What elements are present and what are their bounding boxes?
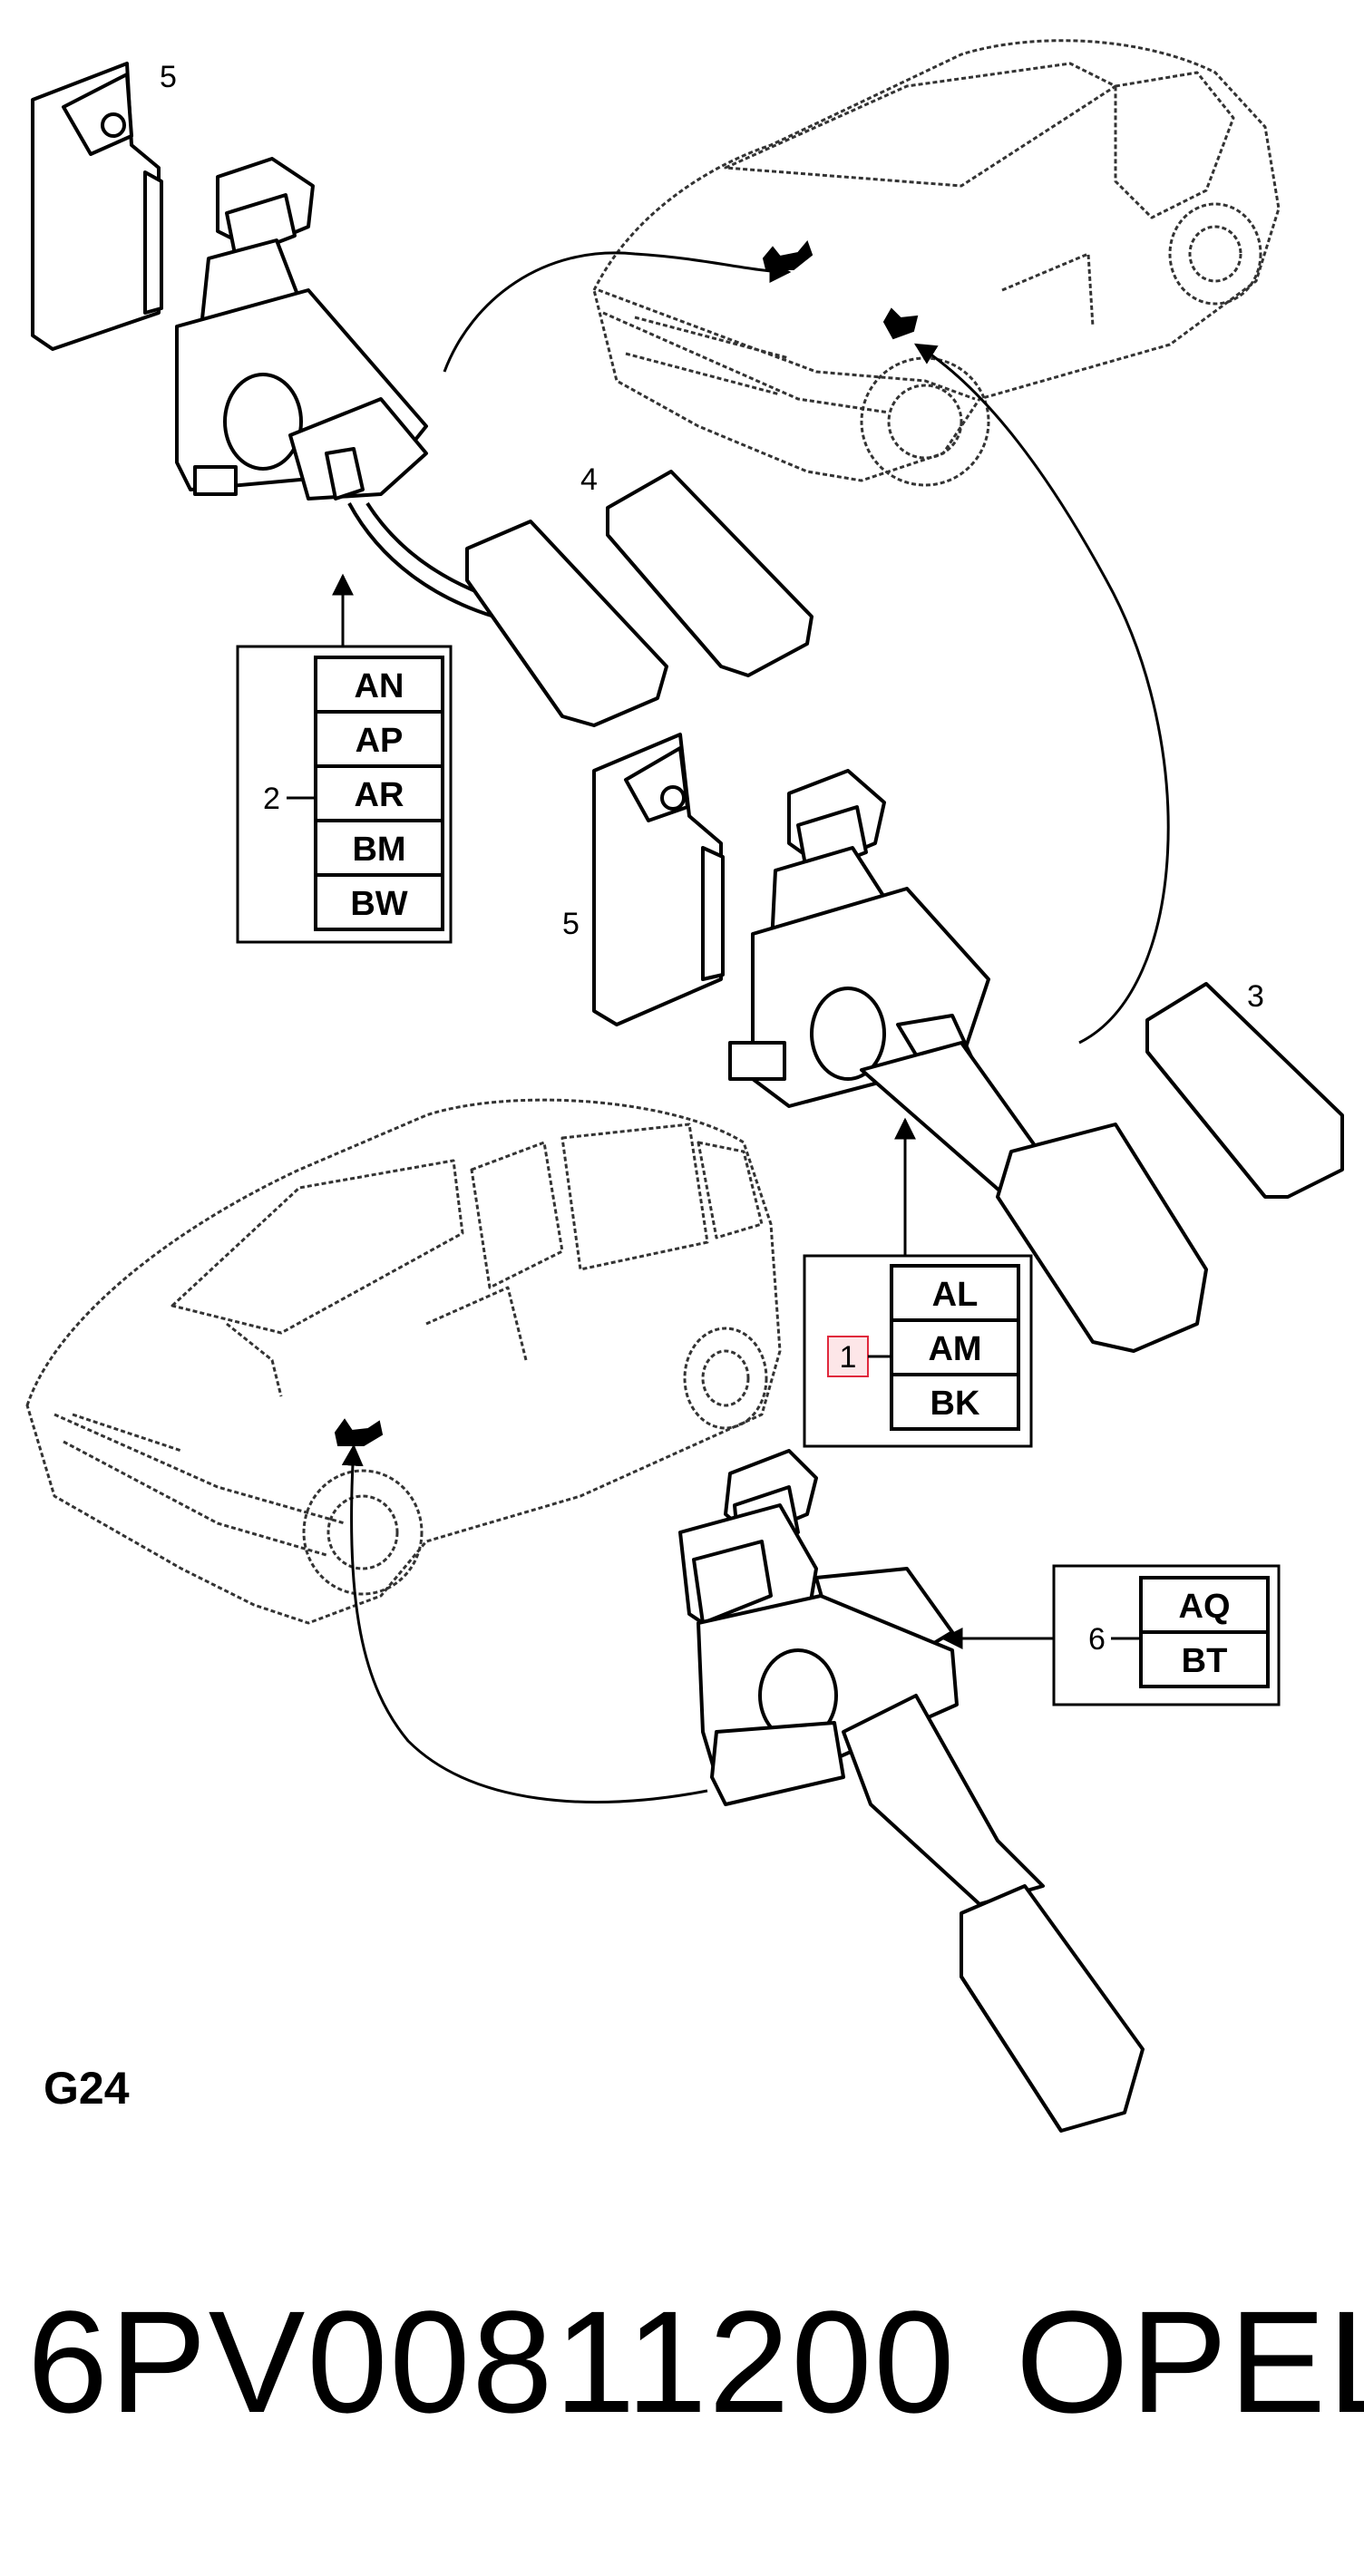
code-table-1: 1 AL AM BK (803, 1117, 1033, 1448)
bracket-part-5-middle (592, 733, 725, 1026)
callout-2: 2 (263, 782, 280, 816)
code-cell: AN (355, 667, 404, 705)
car-minivan-illustration (25, 1098, 782, 1625)
pad-part-3 (1145, 982, 1344, 1199)
code-cell: BW (350, 885, 407, 923)
pedal-pad-top (465, 520, 668, 727)
code-cell: AR (355, 776, 404, 814)
part-number: 6PV00811200 (27, 2280, 957, 2443)
callout-5-top: 5 (160, 60, 177, 94)
callout-5-middle: 5 (562, 907, 580, 941)
mount-location-markers-top (762, 240, 919, 340)
pad-part-4 (606, 470, 814, 677)
pedal-sensor-assembly-middle (728, 769, 1208, 1353)
table-6-cells (1139, 1576, 1270, 1688)
code-cell: BK (930, 1385, 980, 1423)
locator-arrows-top (443, 251, 1170, 1045)
brand-name: OPEL (1016, 2280, 1364, 2443)
sheet-label: G24 (44, 2063, 130, 2114)
code-table-2: 2 AN AP AR BM BW (236, 573, 453, 944)
table-2-cells (314, 656, 444, 931)
callout-3: 3 (1247, 979, 1264, 1014)
code-cell: AM (928, 1330, 981, 1368)
pedal-assembly-part-6 (678, 1449, 1145, 2133)
code-cell: BM (352, 831, 405, 869)
callout-6: 6 (1088, 1622, 1106, 1657)
locator-arrow-bottom (341, 1444, 708, 1803)
table-1-cells (890, 1264, 1020, 1431)
callout-1: 1 (840, 1340, 857, 1375)
code-cell: AL (932, 1276, 979, 1314)
code-cell: AQ (1179, 1588, 1231, 1626)
code-table-6: 6 AQ BT (940, 1564, 1281, 1706)
pedal-sensor-assembly-top (175, 157, 509, 618)
code-cell: BT (1182, 1642, 1228, 1680)
bracket-part-5-top (31, 62, 163, 351)
callout-4: 4 (580, 462, 598, 497)
code-cell: AP (356, 722, 404, 760)
mount-location-marker-minivan (334, 1418, 384, 1446)
car-hatchback-illustration (592, 39, 1281, 487)
